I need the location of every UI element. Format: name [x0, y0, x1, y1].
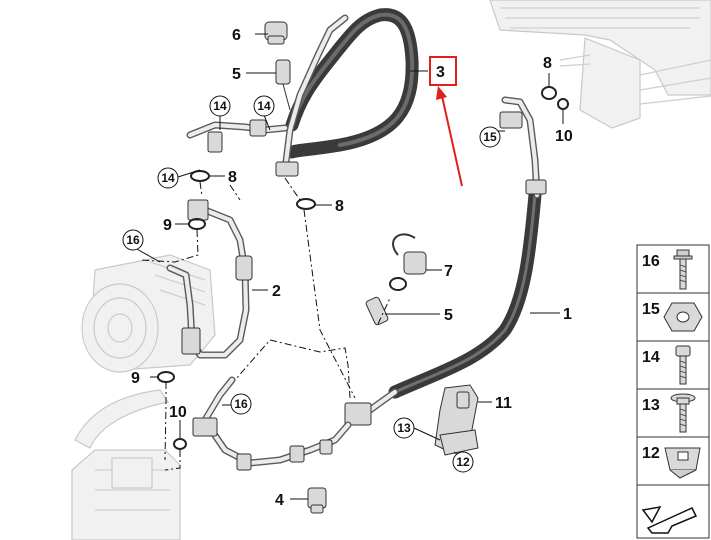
seal-ring-10-a[interactable]: [557, 98, 569, 110]
callout-13: 13: [393, 417, 415, 439]
refrigerant-pipe-4[interactable]: [192, 376, 352, 471]
callout-4: 4: [275, 492, 284, 509]
callout-10-left: 10: [169, 404, 187, 421]
callout-9-upper: 9: [163, 217, 172, 234]
valve-5-upper[interactable]: [275, 59, 291, 111]
pipe-fitting-upper[interactable]: [186, 119, 289, 153]
evaporator-ghost: [71, 389, 181, 540]
callout-14-b: 14: [253, 95, 275, 117]
condenser-ghost: [489, 0, 711, 129]
callout-12: 12: [452, 451, 474, 473]
seal-ring-10-b[interactable]: [173, 438, 187, 450]
refrigerant-pipe-2[interactable]: [166, 199, 253, 359]
callout-14-c: 14: [157, 167, 179, 189]
flange-bolt-icon: [673, 249, 693, 290]
callout-8-mid: 8: [335, 198, 344, 215]
callout-5-upper: 5: [232, 66, 241, 83]
callout-8-left: 8: [228, 169, 237, 186]
bracket-11[interactable]: [434, 384, 479, 456]
callout-16-a: 16: [122, 229, 144, 251]
cap-7[interactable]: [389, 233, 427, 291]
svg-text:12: 12: [456, 455, 470, 469]
svg-text:14: 14: [161, 171, 175, 185]
leader-lines: [134, 33, 564, 500]
svg-text:16: 16: [126, 233, 140, 247]
callout-9-lower: 9: [131, 370, 140, 387]
svg-text:14: 14: [213, 99, 227, 113]
legend-number-12: 12: [642, 445, 660, 462]
direction-arrow-icon: [641, 505, 698, 534]
svg-text:14: 14: [257, 99, 271, 113]
seal-ring-8-a[interactable]: [190, 170, 210, 182]
callout-8-right: 8: [543, 55, 552, 72]
callout-10-right: 10: [555, 128, 573, 145]
refrigerant-hose-1[interactable]: [344, 96, 547, 426]
callout-11: 11: [495, 395, 512, 412]
callout-2: 2: [272, 283, 281, 300]
clip-nut-icon: [664, 447, 701, 479]
seal-ring-8-b[interactable]: [296, 198, 316, 210]
svg-text:16: 16: [234, 397, 248, 411]
valve-5-lower[interactable]: [365, 296, 389, 326]
svg-text:15: 15: [483, 130, 497, 144]
callout-6: 6: [232, 27, 241, 44]
fastener-legend: 16 15 14 13 12: [636, 244, 710, 539]
callout-5-lower: 5: [444, 307, 453, 324]
torx-bolt-icon: [670, 393, 696, 433]
callout-7: 7: [444, 263, 453, 280]
callout-14-a: 14: [209, 95, 231, 117]
legend-number-16: 16: [642, 253, 660, 270]
callout-1: 1: [563, 306, 572, 323]
highlight-arrow: [429, 56, 463, 187]
legend-number-14: 14: [642, 349, 660, 366]
callout-15: 15: [479, 126, 501, 148]
svg-text:13: 13: [397, 421, 411, 435]
cap-6[interactable]: [264, 21, 288, 45]
seal-ring-8-c[interactable]: [541, 86, 557, 100]
hex-socket-bolt-icon: [675, 345, 691, 385]
callout-3: 3: [436, 64, 445, 81]
legend-cell-14: [636, 340, 710, 390]
refrigerant-hose-3[interactable]: [275, 8, 419, 177]
callout-16-b: 16: [230, 393, 252, 415]
seal-ring-9-b[interactable]: [157, 371, 175, 383]
legend-number-15: 15: [642, 301, 660, 318]
legend-number-13: 13: [642, 397, 660, 414]
sensor-4[interactable]: [307, 487, 327, 514]
hex-nut-icon: [663, 302, 703, 332]
